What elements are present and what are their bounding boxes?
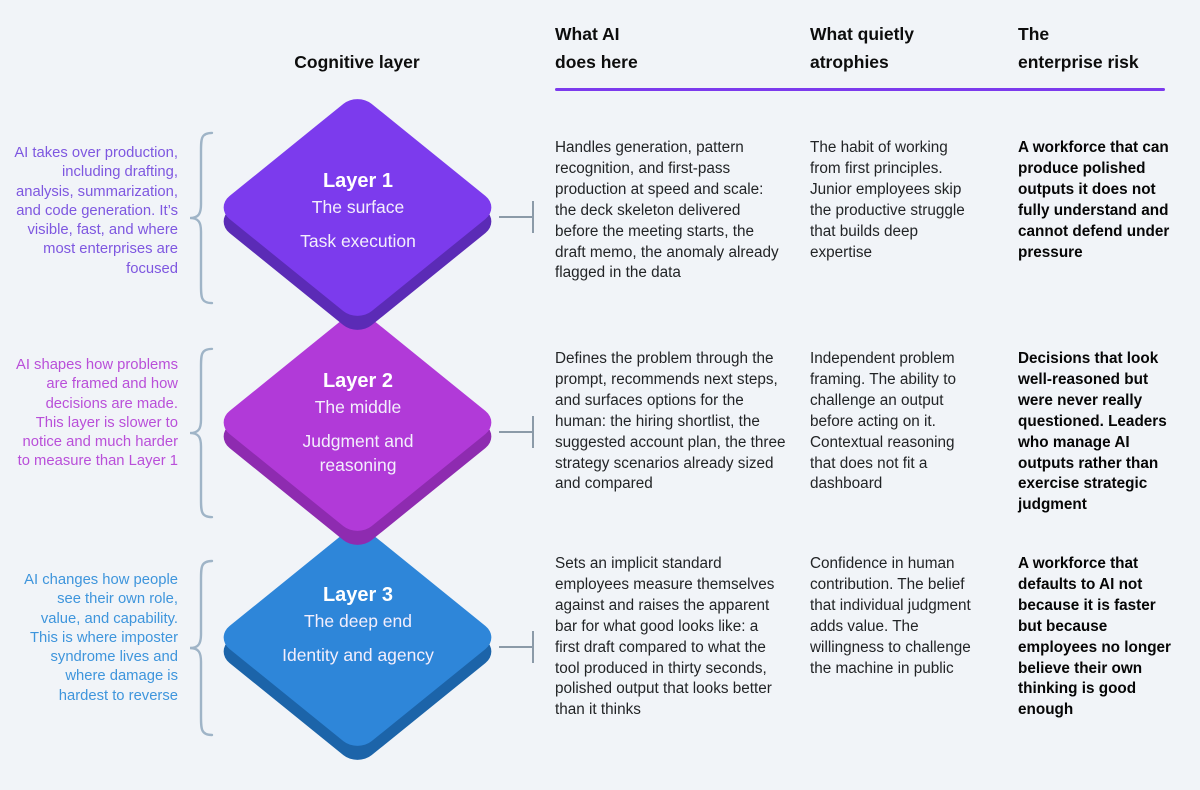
cell-risk-layer-2: Decisions that look well-reasoned but we… bbox=[1018, 350, 1167, 514]
layer-1-title: Layer 1 bbox=[322, 170, 394, 192]
layer-2-label: Judgment and reasoning bbox=[302, 431, 414, 475]
header-underline bbox=[555, 88, 1165, 91]
annotation-layer-3: AI changes how people see their own role… bbox=[24, 572, 178, 704]
layer-2-subtitle: The middle bbox=[314, 397, 402, 417]
annotation-layer-1: AI takes over production, including draf… bbox=[14, 145, 178, 277]
column-header-cognitive-layer: Cognitive layer bbox=[294, 52, 420, 72]
column-header-enterprise-risk: The enterprise risk bbox=[1018, 24, 1139, 72]
column-header-what-quietly-atrophies: What quietly atrophies bbox=[810, 24, 915, 72]
layer-1-subtitle: The surface bbox=[311, 197, 405, 217]
cell-atrophies-layer-2: Independent problem framing. The ability… bbox=[810, 350, 956, 493]
brace-icon bbox=[189, 347, 214, 519]
cell-risk-layer-3: A workforce that defaults to AI not beca… bbox=[1018, 555, 1172, 719]
layer-2-diamond-text: Layer 2 The middle Judgment and reasonin… bbox=[248, 368, 468, 477]
layer-3-diamond-text: Layer 3 The deep end Identity and agency bbox=[248, 582, 468, 667]
cell-what-ai-layer-2: Defines the problem through the prompt, … bbox=[555, 350, 786, 493]
connector-tick-2 bbox=[532, 416, 534, 448]
layer-3-label: Identity and agency bbox=[282, 645, 434, 665]
connector-line-1 bbox=[499, 216, 533, 218]
layer-1-label: Task execution bbox=[300, 231, 416, 251]
brace-icon bbox=[189, 559, 214, 737]
connector-tick-1 bbox=[532, 201, 534, 233]
brace-icon bbox=[189, 131, 214, 305]
layer-3-subtitle: The deep end bbox=[303, 611, 412, 631]
column-header-what-ai-does-here: What AI does here bbox=[555, 24, 638, 72]
connector-tick-3 bbox=[532, 631, 534, 663]
layer-3-title: Layer 3 bbox=[322, 584, 394, 606]
cell-atrophies-layer-1: The habit of working from first principl… bbox=[810, 139, 965, 261]
cell-what-ai-layer-1: Handles generation, pattern recognition,… bbox=[555, 139, 779, 282]
cell-what-ai-layer-3: Sets an implicit standard employees meas… bbox=[555, 555, 775, 719]
layer-1-diamond-text: Layer 1 The surface Task execution bbox=[248, 168, 468, 253]
connector-line-3 bbox=[499, 646, 533, 648]
layer-2-title: Layer 2 bbox=[322, 370, 394, 392]
connector-line-2 bbox=[499, 431, 533, 433]
cell-risk-layer-1: A workforce that can produce polished ou… bbox=[1018, 139, 1170, 261]
annotation-layer-2: AI shapes how problems are framed and ho… bbox=[15, 357, 178, 470]
cell-atrophies-layer-3: Confidence in human contribution. The be… bbox=[810, 555, 971, 677]
